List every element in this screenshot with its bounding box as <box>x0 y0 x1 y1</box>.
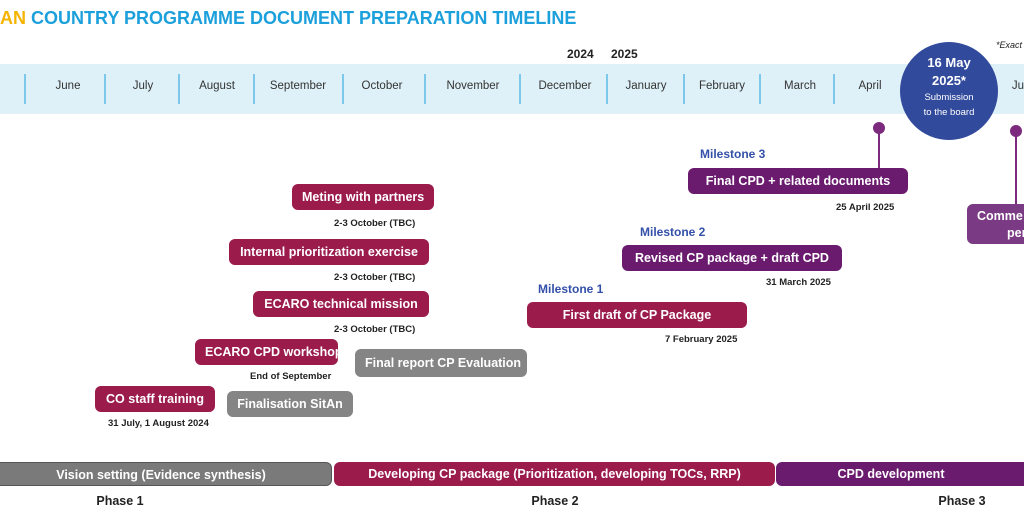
month: June <box>55 80 81 92</box>
year-2025: 2025 <box>611 47 638 61</box>
milestone-1-label: Milestone 1 <box>538 282 604 296</box>
activity-date: 2-3 October (TBC) <box>334 324 416 335</box>
year-2024: 2024 <box>567 47 594 61</box>
month: January <box>625 80 667 92</box>
milestone-3-date: 25 April 2025 <box>836 202 895 213</box>
divider <box>24 74 26 104</box>
milestone-2-box: Revised CP package + draft CPD <box>622 245 842 271</box>
divider <box>519 74 521 104</box>
activity-date: 31 July, 1 August 2024 <box>108 418 209 429</box>
milestone-1-box: First draft of CP Package <box>527 302 747 328</box>
month-band <box>0 64 1024 114</box>
phase-3-bar: CPD development <box>776 462 1024 486</box>
page-title: AN COUNTRY PROGRAMME DOCUMENT PREPARATIO… <box>0 8 577 28</box>
divider <box>104 74 106 104</box>
activity-box: ECARO technical mission <box>253 291 429 317</box>
divider <box>424 74 426 104</box>
divider <box>833 74 835 104</box>
footnote: *Exact <box>996 40 1023 50</box>
month: October <box>361 80 403 92</box>
month: Ju <box>1011 80 1024 92</box>
month: July <box>132 80 154 92</box>
milestone-1-date: 7 February 2025 <box>665 334 738 345</box>
comment-period-box: Commeperic <box>967 204 1024 244</box>
divider <box>342 74 344 104</box>
divider <box>683 74 685 104</box>
pin-dot <box>873 122 885 134</box>
activity-box: ECARO CPD workshop <box>195 339 343 365</box>
phase-2-label: Phase 2 <box>531 494 579 508</box>
month: April <box>858 80 882 92</box>
pin-line <box>1015 132 1017 204</box>
divider <box>253 74 255 104</box>
pin-dot <box>1010 125 1022 137</box>
milestone-3-box: Final CPD + related documents <box>688 168 908 194</box>
pin-line <box>878 130 880 170</box>
milestone-3-label: Milestone 3 <box>700 147 766 161</box>
month: February <box>698 80 746 92</box>
month: September <box>269 80 327 92</box>
milestone-2-date: 31 March 2025 <box>766 277 831 288</box>
month: August <box>199 80 235 92</box>
activity-date: 2-3 October (TBC) <box>334 272 416 283</box>
divider <box>759 74 761 104</box>
milestone-2-label: Milestone 2 <box>640 225 706 239</box>
phase-1-label: Phase 1 <box>96 494 144 508</box>
divider <box>178 74 180 104</box>
phase-2-bar: Developing CP package (Prioritization, d… <box>334 462 775 486</box>
month: March <box>784 80 816 92</box>
activity-date: 2-3 October (TBC) <box>334 218 416 229</box>
phase-3-label: Phase 3 <box>938 494 986 508</box>
activity-box: Finalisation SitAn <box>227 391 353 417</box>
month: December <box>538 80 592 92</box>
activity-box: Internal prioritization exercise <box>229 239 429 265</box>
month: November <box>446 80 500 92</box>
activity-date: End of September <box>250 371 332 382</box>
activity-box: Final report CP Evaluation <box>355 349 527 377</box>
phase-1-bar: Vision setting (Evidence synthesis) <box>0 462 332 486</box>
activity-box: Meting with partners <box>292 184 435 210</box>
activity-box: CO staff training <box>95 386 215 412</box>
divider <box>606 74 608 104</box>
submission-circle: 16 May 2025* Submission to the board <box>900 42 998 140</box>
